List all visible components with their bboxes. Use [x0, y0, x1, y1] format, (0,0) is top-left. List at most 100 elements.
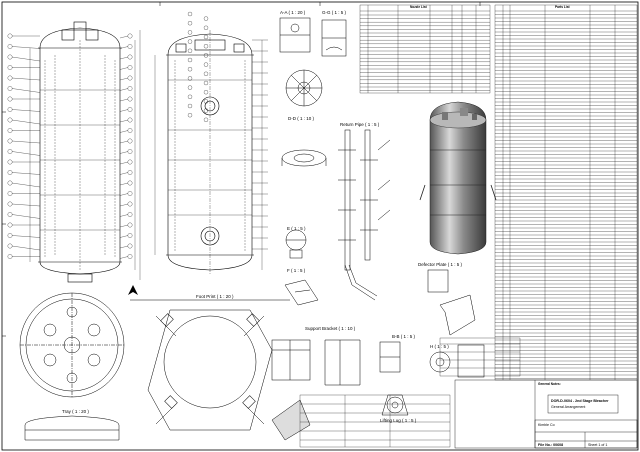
- balloon-callout: [127, 96, 133, 102]
- section-gg-view: [321, 19, 347, 57]
- balloon-callout: [187, 11, 193, 17]
- balloon-callout: [127, 54, 133, 60]
- return-pipe-caption: Return Pipe ( 1 : 5 ): [340, 122, 380, 127]
- leader-line: [119, 98, 129, 102]
- detail-dd-view: [281, 149, 327, 167]
- balloon-callout: [7, 191, 13, 196]
- balloon-callout: [203, 117, 209, 122]
- balloon-callout: [187, 48, 193, 53]
- balloon-callout: [203, 44, 209, 49]
- balloon-callout: [7, 180, 13, 186]
- nozzle-list-table: [359, 4, 491, 94]
- leader-line: [119, 56, 129, 60]
- north-arrow: [128, 285, 138, 295]
- view-bb: [379, 341, 401, 373]
- balloon-callout: [7, 243, 13, 249]
- drawing-title: DOR-D-0604 - 2nd Stage Bleacher: [551, 399, 609, 403]
- balloon-callout: [187, 67, 193, 72]
- leader-line: [11, 109, 41, 112]
- leader-line: [119, 161, 129, 165]
- balloon-callout: [7, 44, 13, 49]
- balloon-callout: [187, 94, 193, 99]
- balloon-callout: [127, 128, 133, 133]
- lifting-lug-caption: Lifting Lug ( 1 : 5 ): [380, 418, 417, 423]
- view-e-caption: E ( 1 : 5 ): [287, 226, 306, 231]
- view-bb-caption: B-B ( 1 : 5 ): [392, 334, 416, 339]
- balloon-callout: [7, 233, 13, 238]
- leader-line: [11, 88, 41, 93]
- leader-line: [119, 203, 129, 207]
- leader-line: [119, 35, 129, 39]
- balloon-callout: [7, 138, 13, 144]
- isometric-vessel-render: [419, 101, 497, 255]
- balloon-callout: [127, 117, 133, 123]
- bent-pipe-detail: [344, 264, 378, 301]
- balloon-callout: [187, 113, 193, 118]
- balloon-callout: [127, 107, 133, 112]
- leader-line: [119, 77, 129, 81]
- leader-line: [11, 172, 41, 175]
- leader-line: [11, 56, 41, 62]
- center-vessel-details: [154, 30, 263, 275]
- balloon-callout: [7, 201, 13, 207]
- top-plan-view: [19, 292, 125, 398]
- leader-line: [119, 214, 129, 217]
- balloon-callout: [203, 90, 209, 95]
- balloon-callout: [187, 103, 193, 109]
- balloon-callout: [203, 71, 209, 76]
- balloon-callout: [127, 243, 133, 249]
- tray-caption: Tray ( 1 : 20 ): [62, 409, 89, 414]
- view-f: [284, 279, 319, 306]
- leader-line: [119, 109, 129, 112]
- revision-block: [439, 337, 521, 377]
- view-f-caption: F ( 1 : 5 ): [287, 268, 306, 273]
- view-e: [285, 229, 307, 259]
- leader-line: [11, 46, 41, 49]
- leader-line: [119, 235, 129, 238]
- general-notes-title: General Notes:: [538, 382, 561, 386]
- parts-list-table: [494, 4, 638, 381]
- balloon-callout: [7, 128, 13, 133]
- leader-line: [119, 151, 129, 154]
- balloon-callout: [203, 34, 209, 40]
- balloon-callout: [7, 107, 13, 112]
- border-ticks: [2, 2, 481, 337]
- leader-line: [11, 235, 41, 238]
- leader-line: [119, 193, 129, 196]
- balloon-callout: [187, 21, 193, 26]
- balloon-callout: [127, 33, 133, 39]
- foot-print-view: [130, 299, 290, 431]
- leader-line: [11, 119, 41, 125]
- leader-line: [119, 130, 129, 133]
- balloon-callout: [203, 25, 209, 30]
- leader-line: [11, 77, 41, 81]
- leader-line: [119, 256, 129, 259]
- balloon-callout: [7, 54, 13, 60]
- leader-line: [119, 245, 129, 249]
- balloon-callout: [7, 254, 13, 259]
- leader-line: [119, 88, 129, 91]
- leader-line: [119, 172, 129, 175]
- balloon-callout: [127, 159, 133, 165]
- defector-plate-caption: Defector Plate ( 1 : 5 ): [418, 262, 463, 267]
- balloon-callout: [187, 57, 193, 63]
- lifting-lug-view: [381, 394, 409, 416]
- balloon-callout: [127, 44, 133, 49]
- sheet-number: Sheet 1 of 1: [588, 443, 608, 447]
- leader-line: [119, 224, 129, 228]
- leader-line: [11, 151, 41, 156]
- balloon-callout: [127, 180, 133, 186]
- balloon-callout: [7, 33, 13, 39]
- support-bracket-caption: Support Bracket ( 1 : 10 ): [305, 326, 356, 331]
- balloon-callout: [203, 99, 209, 104]
- balloon-callout: [203, 80, 209, 86]
- balloon-callout: [7, 222, 13, 228]
- balloon-callout: [203, 108, 209, 113]
- leader-line: [119, 119, 129, 123]
- notes-and-title-block: [454, 379, 638, 449]
- left-vessel-internals: [44, 40, 116, 270]
- balloon-callout: [127, 149, 133, 154]
- detail-dd-caption: D-D ( 1 : 10 ): [288, 116, 315, 121]
- view-h-caption: H ( 1 : 5 ): [430, 344, 449, 349]
- section-aa-view: [279, 17, 311, 53]
